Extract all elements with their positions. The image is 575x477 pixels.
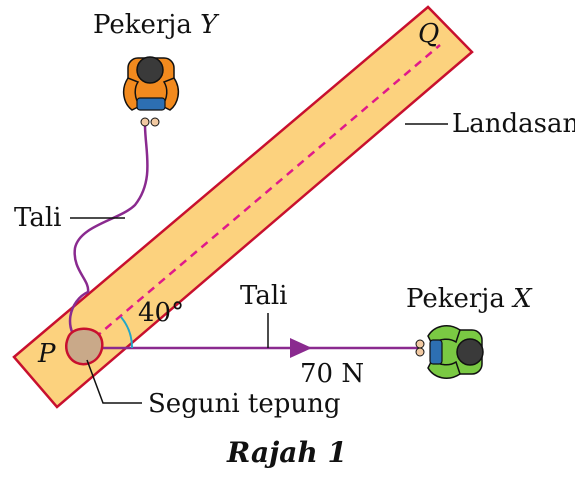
rope-to-worker-y (68, 124, 149, 350)
label-point-q: Q (418, 19, 439, 49)
label-worker-y: Pekerja Y (93, 10, 220, 40)
dashed-line-pq (83, 44, 441, 348)
label-tali-right: Tali (240, 281, 287, 311)
worker-x-icon (415, 324, 484, 380)
label-angle: 40° (138, 298, 184, 328)
label-tali-top: Tali (14, 203, 61, 233)
label-seguni-tepung: Seguni tepung (148, 389, 341, 419)
force-arrow-head (290, 338, 312, 358)
label-point-p: P (37, 339, 56, 369)
worker-y-icon (122, 56, 180, 127)
figure-caption: Rajah 1 (226, 436, 347, 469)
angle-arc (120, 316, 134, 349)
label-worker-x: Pekerja X (406, 284, 533, 314)
flour-sack-icon (65, 327, 104, 366)
leader-seguni (86, 359, 142, 404)
label-force: 70 N (300, 359, 364, 389)
ramp (12, 5, 474, 409)
label-landasan: Landasan (452, 109, 575, 139)
